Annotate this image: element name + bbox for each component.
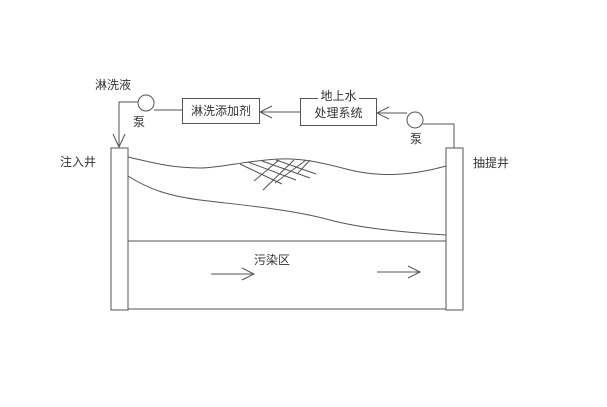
additive-label: 淋洗添加剂	[190, 104, 251, 118]
flow-arrow-right	[377, 265, 422, 279]
treatment-system-box: 地上水 处理系统	[300, 89, 377, 126]
arrow-into-treatment	[375, 106, 390, 120]
extraction-well-label: 抽提井	[473, 156, 510, 170]
arrow-into-injection-well	[112, 133, 126, 149]
flow-arrow-left	[211, 267, 256, 281]
contaminant-hatching	[239, 159, 317, 191]
injection-well-shape	[110, 147, 129, 311]
treatment-label-line2: 处理系统	[314, 106, 363, 120]
additive-box: 淋洗添加剂	[182, 98, 260, 124]
washing-liquid-label: 淋洗液	[95, 78, 132, 92]
pump-right-icon	[406, 111, 424, 129]
ground-surface-curve	[127, 156, 447, 175]
arrow-into-additive	[258, 105, 273, 119]
pipe-to-injection-well	[118, 101, 138, 147]
pipe-from-extraction-well	[423, 123, 455, 148]
pump-left-icon	[137, 94, 155, 112]
soil-layer-curve	[127, 175, 447, 236]
pump-right-label: 泵	[410, 132, 423, 146]
pump-left-label: 泵	[133, 115, 146, 129]
contamination-zone-label: 污染区	[254, 253, 291, 267]
extraction-well-shape	[445, 147, 464, 311]
treatment-label-line1: 地上水	[318, 89, 359, 103]
injection-well-label: 注入井	[60, 155, 97, 169]
